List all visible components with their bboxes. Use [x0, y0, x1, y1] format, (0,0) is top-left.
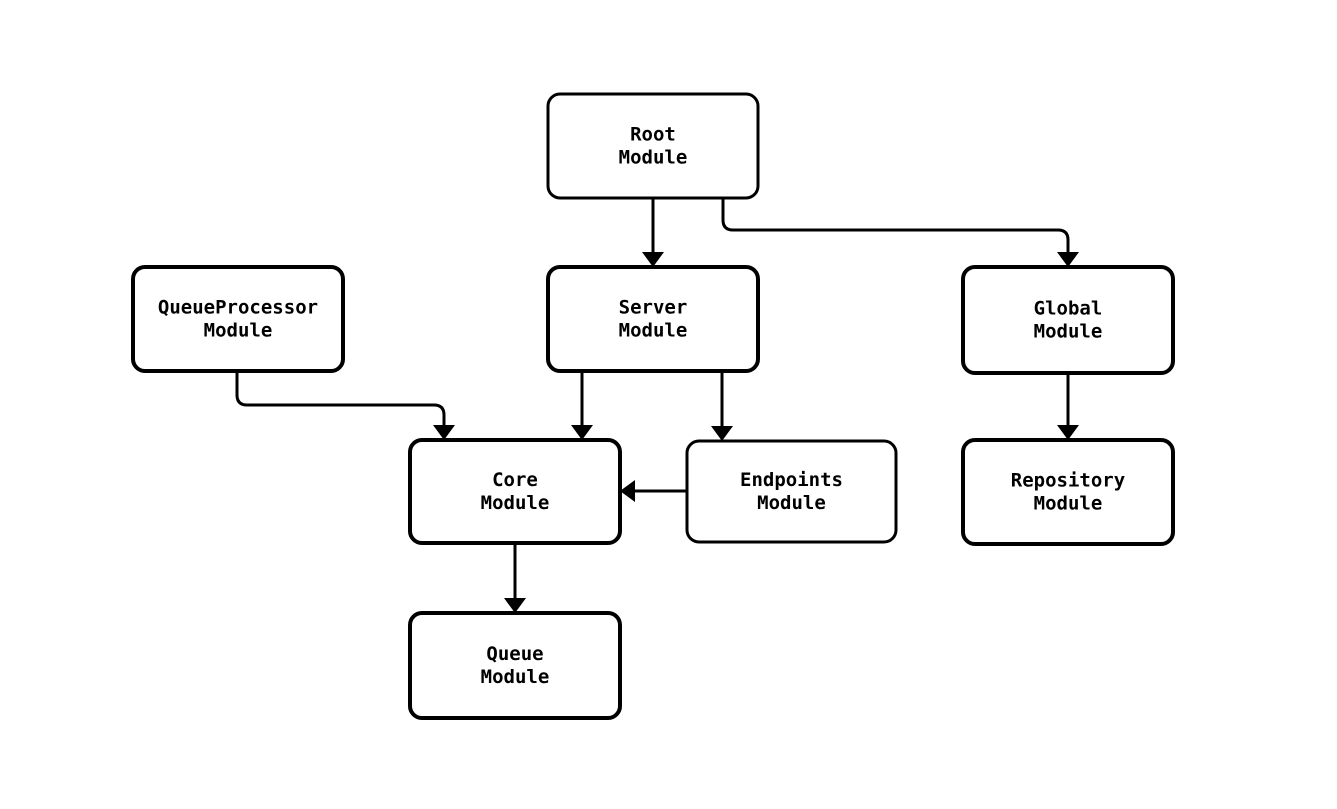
node-box[interactable]	[961, 438, 1175, 546]
arrowhead-icon	[642, 252, 664, 267]
edge-queueprocessor-to-core	[235, 371, 455, 440]
node-label-line1: Root	[630, 124, 676, 146]
arrowhead-icon	[433, 425, 455, 440]
edge-core-to-queue	[504, 543, 526, 613]
node-label-line1: Server	[619, 297, 688, 319]
node-box[interactable]	[131, 265, 345, 373]
edge-global-to-repository	[1057, 373, 1079, 440]
node-box[interactable]	[408, 611, 622, 720]
node-label-line2: Module	[481, 666, 550, 688]
edge-root-to-global	[721, 198, 1079, 267]
arrowhead-icon	[711, 426, 733, 441]
node-label-line2: Module	[619, 320, 688, 342]
node-box[interactable]	[546, 265, 760, 373]
arrowhead-icon	[1057, 252, 1079, 267]
node-box[interactable]	[408, 438, 622, 545]
node-label-line2: Module	[619, 147, 688, 169]
node-label-line2: Module	[1034, 321, 1103, 343]
node-box[interactable]	[961, 265, 1175, 375]
arrowhead-icon	[504, 598, 526, 613]
edge-line	[721, 198, 1070, 253]
node-box[interactable]	[685, 439, 898, 544]
node-label-line2: Module	[757, 492, 826, 514]
node-label-line1: Global	[1034, 298, 1103, 320]
node-label-line2: Module	[1034, 493, 1103, 515]
nodes-layer: RootModuleQueueProcessorModuleServerModu…	[131, 92, 1175, 720]
node-label-line1: QueueProcessor	[158, 297, 318, 319]
edge-endpoints-to-core	[620, 480, 687, 502]
arrowhead-icon	[571, 425, 593, 440]
node-label-line1: Core	[492, 469, 538, 491]
edge-server-to-core	[571, 371, 593, 440]
node-label-line1: Repository	[1011, 470, 1125, 492]
node-label-line1: Endpoints	[740, 469, 843, 491]
node-box[interactable]	[546, 92, 760, 200]
arrowhead-icon	[620, 480, 635, 502]
edge-server-to-endpoints	[711, 371, 733, 441]
edge-line	[235, 371, 446, 426]
edge-root-to-server	[642, 198, 664, 267]
arrowhead-icon	[1057, 425, 1079, 440]
node-label-line2: Module	[204, 320, 273, 342]
node-label-line1: Queue	[486, 643, 543, 665]
edges-layer	[235, 198, 1079, 613]
node-label-line2: Module	[481, 492, 550, 514]
